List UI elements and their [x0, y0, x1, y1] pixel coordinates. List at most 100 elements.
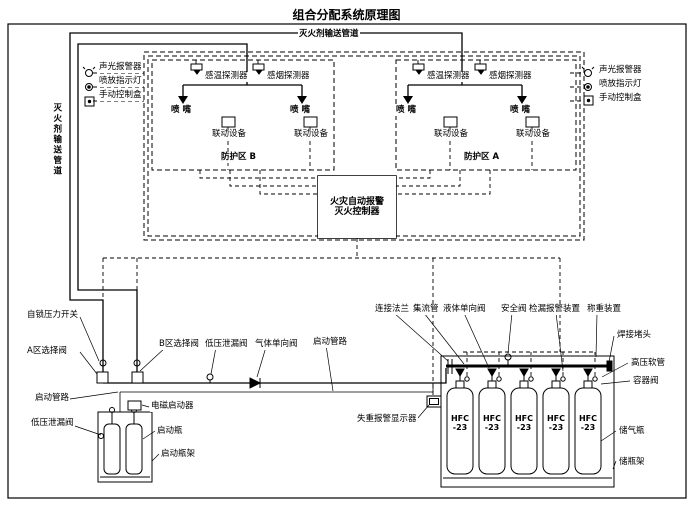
solenoid-starter-label: 电磁启动器: [150, 401, 195, 412]
container-valve-icon: [519, 380, 529, 389]
liquid-check-valve-icon: [583, 368, 593, 378]
gas-bottle-icon: [542, 387, 570, 475]
left-alarm-label: 声光报警器: [98, 62, 143, 73]
indicator-lamp-icon: [85, 83, 93, 91]
storage-rack-frame: [440, 355, 615, 488]
liquid-check-valve-icon: [519, 368, 529, 378]
start-bottle-icon: [103, 423, 121, 475]
nozzle-icon: [178, 96, 527, 104]
manual-control-box-icon: [84, 96, 95, 107]
agent-pipes: [69, 32, 523, 384]
zone-b-linkage-left-label: 联动设备: [211, 129, 248, 140]
pressure-switch-label: 自锁压力开关: [26, 310, 80, 321]
container-valve-label: 容器阀: [632, 376, 660, 387]
zone-b-nozzle-left-label: 喷 嘴: [170, 105, 192, 116]
linkage-device-icon: [221, 116, 540, 128]
zone-a-linkage-right-label: 联动设备: [515, 129, 552, 140]
start-bottle-label: 启动瓶: [156, 426, 184, 437]
leak-alarm-device-label: 检漏报警装置: [528, 304, 582, 315]
zone-b-smoke-detector-label: 感烟探测器: [266, 71, 311, 82]
valve-assembly: [96, 359, 262, 389]
left-control-box-label: 手动控制盒: [98, 90, 143, 101]
gas-check-valve-icon: [249, 377, 262, 389]
bottle-label: HFC -23: [482, 414, 502, 433]
high-pressure-hose-label: 高压软管: [630, 358, 667, 369]
zone-b-selector-valve-icon: [131, 371, 144, 384]
zone-b-nozzle-right-label: 喷 嘴: [289, 105, 311, 116]
left-indicator-label: 喷放指示灯: [98, 76, 143, 87]
figure-border: [7, 23, 687, 499]
flange-label: 连接法兰: [374, 304, 411, 315]
container-valve-icon: [455, 380, 465, 389]
right-control-box-label: 手动控制盒: [598, 93, 643, 104]
gas-bottle-icon: [446, 387, 474, 475]
start-bottle-rack-group: [97, 400, 153, 483]
weighing-device-label: 称重装置: [586, 304, 623, 315]
zone-a-nozzle-left-label: 喷 嘴: [395, 105, 417, 116]
container-valve-icon: [487, 380, 497, 389]
gas-bottle-label: 储气瓶: [618, 426, 646, 437]
leak-alarm-device-icon: [528, 376, 534, 382]
zone-a-nozzle-right-label: 喷 嘴: [509, 105, 531, 116]
indicator-lamp-icon: [584, 83, 592, 91]
right-indicator-label: 喷放指示灯: [598, 79, 643, 90]
right-alarm-label: 声光报警器: [598, 65, 643, 76]
safety-valve-label: 安全阀: [500, 304, 528, 315]
zone-a-name: 防护区 A: [463, 152, 501, 163]
left-pipe-vertical-label: 灭火剂输送管道: [50, 103, 62, 177]
container-valve-icon: [583, 380, 593, 389]
low-leak-valve-left-label: 低压泄漏阀: [30, 418, 75, 429]
gas-bottle-icon: [510, 387, 538, 475]
zone-b-temp-detector-label: 感温探测器: [204, 71, 249, 82]
weight-loss-display-label: 失重报警显示器: [356, 414, 418, 425]
liquid-check-valve-icon: [455, 368, 465, 378]
start-pipeline-left-label: 启动管路: [34, 393, 71, 404]
zone-b-outline: [151, 59, 335, 171]
low-leak-valve-icon: [98, 433, 104, 439]
alarm-icon: [584, 69, 592, 77]
zone-a-linkage-left-label: 联动设备: [433, 129, 470, 140]
gas-bottle-icon: [478, 387, 506, 475]
bottle-label: HFC -23: [514, 414, 534, 433]
right-side-device-icons: [581, 66, 595, 106]
alarm-icon: [85, 69, 93, 77]
liquid-check-valve-label: 液体单向阀: [442, 304, 487, 315]
low-leak-valve-icon: [206, 373, 214, 381]
hfc-bottles-group: [446, 368, 602, 475]
solenoid-starter-icon: [127, 400, 142, 411]
zone-b-selector-valve-label: B区选择阀: [158, 339, 200, 350]
bottle-label: HFC -23: [546, 414, 566, 433]
start-pipeline-top-label: 启动管路: [312, 337, 349, 348]
controller-label: 火灾自动报警 灭火控制器: [318, 176, 396, 238]
start-bottle-rack-label: 启动瓶架: [160, 449, 197, 460]
leader-lines: [69, 312, 631, 470]
top-pipe-label: 灭火剂输送管道: [298, 29, 360, 40]
start-pipeline: [119, 383, 434, 412]
manifold-label: 集流管: [412, 304, 440, 315]
bottle-label: HFC -23: [450, 414, 470, 433]
detector-icon: [190, 63, 487, 75]
low-leak-valve-top-label: 低压泄漏阀: [204, 339, 249, 350]
weld-plug-icon: [606, 360, 613, 372]
zone-b-linkage-right-label: 联动设备: [293, 129, 330, 140]
zone-a-selector-valve-icon: [96, 371, 109, 384]
zone-a-selector-valve-label: A区选择阀: [26, 346, 68, 357]
zone-a-temp-detector-label: 感温探测器: [426, 71, 471, 82]
safety-valve-icon: [504, 353, 512, 361]
zone-b-name: 防护区 B: [220, 152, 257, 163]
zone-a-smoke-detector-label: 感烟探测器: [488, 71, 533, 82]
leak-alarm-device-icon: [464, 376, 470, 382]
weld-plug-label: 焊接堵头: [616, 330, 653, 341]
start-rack-frame: [97, 411, 153, 483]
manual-control-box-icon: [583, 95, 594, 106]
gas-bottle-icon: [574, 387, 602, 475]
gas-check-valve-label: 气体单向阀: [254, 339, 299, 350]
left-side-device-icons: [82, 66, 96, 107]
leak-alarm-device-icon: [496, 376, 502, 382]
bottle-rack-label: 储瓶架: [618, 457, 646, 468]
diagram-title: 组合分配系统原理图: [292, 8, 401, 22]
bottle-label: HFC -23: [578, 414, 598, 433]
leak-alarm-device-icon: [592, 376, 598, 382]
container-valve-icon: [551, 380, 561, 389]
